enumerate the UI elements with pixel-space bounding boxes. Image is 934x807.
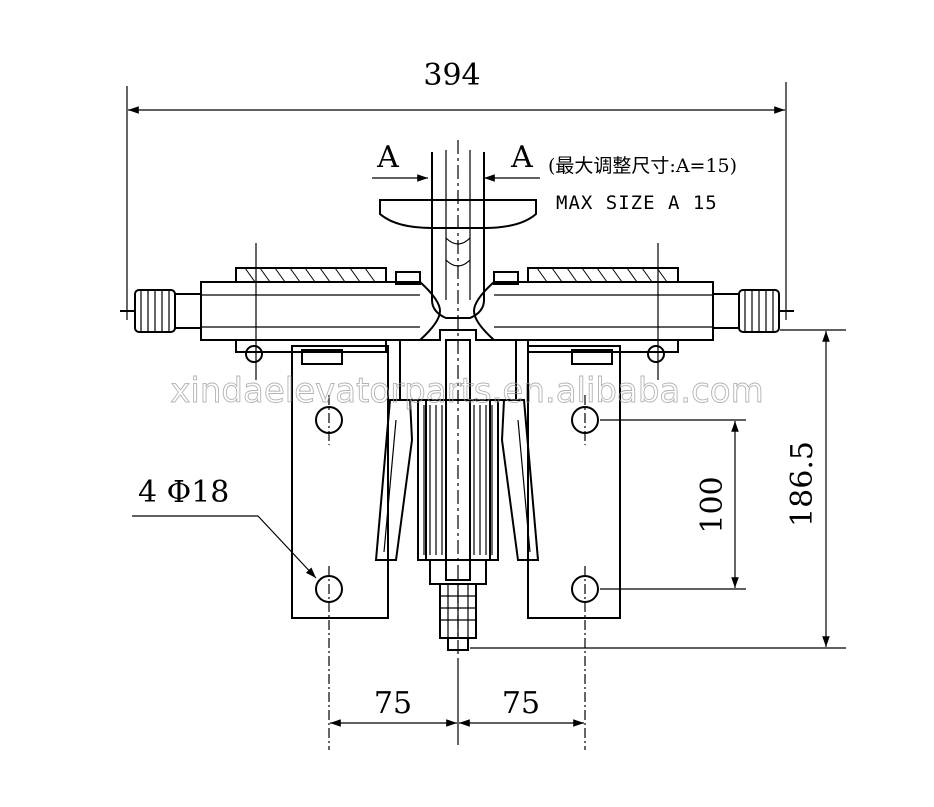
section-right-label: A <box>510 140 533 175</box>
left-arm-assembly <box>120 243 442 750</box>
section-left-label: A <box>376 140 399 175</box>
dimension-hole-spacing: 100 <box>600 419 746 590</box>
dim-394-label: 394 <box>423 58 480 93</box>
dim-75-left-label: 75 <box>374 686 412 721</box>
hole-callout: 4 Φ18 <box>132 475 317 579</box>
section-a-markers: A A (最大调整尺寸:A=15) MAX SIZE A 15 <box>372 140 737 214</box>
central-shaft <box>379 140 537 660</box>
dim-186-label: 186.5 <box>785 441 820 527</box>
note-english: MAX SIZE A 15 <box>556 192 718 214</box>
central-coil <box>399 329 517 651</box>
dimension-total-height: 186.5 <box>470 329 846 649</box>
watermark-text: xindaelevatorparts.en.alibaba.com <box>170 371 763 411</box>
hole-callout-label: 4 Φ18 <box>138 475 229 510</box>
note-chinese: (最大调整尺寸:A=15) <box>548 155 737 177</box>
right-arm-assembly <box>472 243 794 750</box>
dim-75-right-label: 75 <box>502 686 540 721</box>
dimension-bottom-offsets: 75 75 <box>330 660 584 745</box>
dim-100-label: 100 <box>695 476 730 533</box>
dimension-overall-width: 394 <box>126 58 787 320</box>
